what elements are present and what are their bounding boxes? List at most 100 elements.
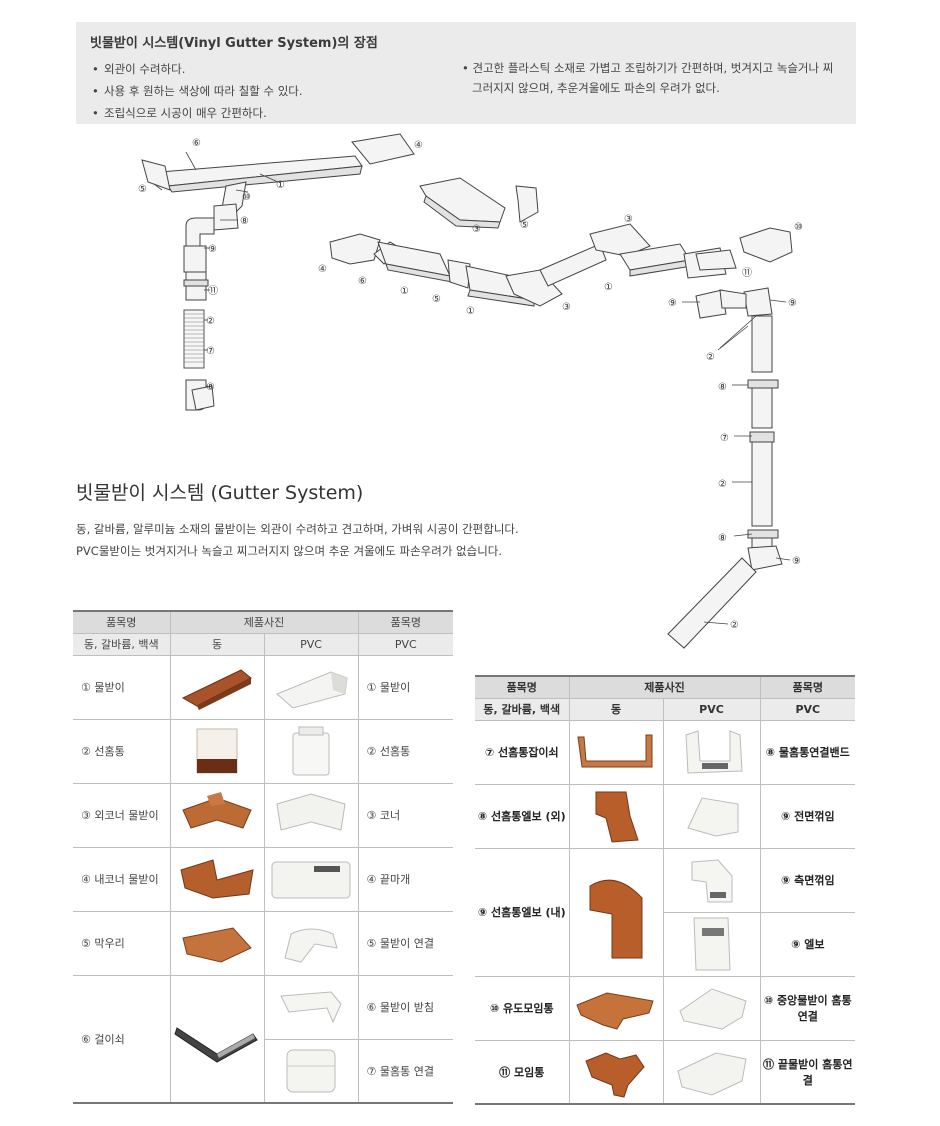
copper-guide-collector-photo <box>568 975 664 1041</box>
svg-text:⑩: ⑩ <box>794 222 803 233</box>
pvc-front-bend-photo <box>662 783 761 849</box>
subheader-pvc: PVC <box>759 697 856 721</box>
copper-collector-box-photo <box>568 1039 664 1105</box>
pvc-center-outlet-photo <box>662 975 761 1041</box>
subheader-material: 동, 갈바륨, 백색 <box>475 697 570 721</box>
item-name: ⑧ 선홈통엘보 (외) <box>475 783 570 849</box>
item-name: ④ 내코너 물받이 <box>73 846 171 912</box>
item-name: ⑤ 물받이 연결 <box>357 910 454 976</box>
table-row: ⑤ 막우리 ⑤ 물받이 연결 <box>73 910 454 976</box>
svg-text:①: ① <box>400 286 409 297</box>
item-name: ⑧ 물홈통연결밴드 <box>759 719 856 785</box>
gutter-system-title: 빗물받이 시스템 (Gutter System) <box>76 482 364 504</box>
svg-text:⑤: ⑤ <box>520 220 529 231</box>
svg-text:⑧: ⑧ <box>718 533 727 544</box>
item-name: ⑤ 막우리 <box>73 910 171 976</box>
svg-text:②: ② <box>206 316 215 327</box>
svg-text:②: ② <box>706 352 715 363</box>
product-table-2: 품목명 제품사진 품목명 동, 갈바륨, 백색 동 PVC PVC ⑦ 선홈통잡… <box>475 675 856 1105</box>
svg-text:③: ③ <box>562 302 571 313</box>
advantage-item: •외관이 수려하다. <box>92 62 186 76</box>
table-row: ⑨ 선홈통엘보 (내) ⑨ 측면꺾임 <box>475 847 856 977</box>
gutter-system-description: 동, 갈바륨, 알루미늄 소재의 물받이는 외관이 수려하고 견고하며, 가벼워… <box>76 518 596 562</box>
pvc-elbow-photo <box>663 911 761 977</box>
svg-text:⑧: ⑧ <box>240 216 249 227</box>
item-name: ⑨ 전면꺾임 <box>759 783 856 849</box>
top-middle-parts <box>419 177 539 229</box>
left-gutter-assembly <box>141 133 415 411</box>
table-row: ⑦ 물홈통 연결 <box>73 1038 454 1104</box>
copper-inner-corner-photo <box>169 846 265 912</box>
item-name: ③ 코너 <box>357 782 454 848</box>
subheader-pvc: PVC <box>263 632 359 656</box>
table-row: ⑥ 걸이쇠 ⑥ 물받이 받침 <box>73 974 454 1104</box>
item-name: ② 선홈통 <box>357 718 454 784</box>
description-line: 동, 갈바륨, 알루미늄 소재의 물받이는 외관이 수려하고 견고하며, 가벼워… <box>76 522 519 536</box>
center-gutter-run <box>329 223 793 319</box>
item-name: ③ 외코너 물받이 <box>73 782 171 848</box>
pvc-side-bend-photo <box>662 847 761 913</box>
svg-text:④: ④ <box>318 264 327 275</box>
pvc-end-cap-photo <box>263 846 359 912</box>
table-row: ④ 내코너 물받이 ④ 끝마개 <box>73 846 454 912</box>
advantages-box: 빗물받이 시스템(Vinyl Gutter System)의 장점 •외관이 수… <box>76 22 856 124</box>
item-name: ⑩ 유도모임통 <box>475 975 570 1041</box>
copper-pipe-clamp-photo <box>568 719 664 785</box>
advantage-item: • 견고한 플라스틱 소재로 가볍고 조립하기가 간편하며, 벗겨지고 녹슬거나… <box>462 61 834 95</box>
subheader-pvc: PVC <box>357 632 454 656</box>
pvc-gutter-joint-photo <box>263 910 359 976</box>
table-row: ③ 외코너 물받이 ③ 코너 <box>73 782 454 848</box>
copper-end-photo <box>169 910 265 976</box>
pvc-downspout-joint-photo <box>264 1038 359 1104</box>
svg-text:⑪: ⑪ <box>208 285 218 297</box>
svg-text:③: ③ <box>472 224 481 235</box>
svg-text:⑪: ⑪ <box>742 267 752 279</box>
copper-downspout-photo <box>169 718 265 784</box>
description-line: PVC물받이는 벗겨지거나 녹슬고 찌그러지지 않으며 추운 겨울에도 파손우려… <box>76 544 503 558</box>
svg-text:⑨: ⑨ <box>792 556 801 567</box>
table-row: ⑨ 엘보 <box>475 911 856 977</box>
item-name: ⑨ 측면꺾임 <box>759 847 856 913</box>
gutter-diagram-svg: .part { fill: #f4f4f4; stroke: #444; str… <box>138 133 803 649</box>
pvc-gutter-photo <box>263 654 359 720</box>
header-product-photo: 제품사진 <box>169 610 359 634</box>
advantages-right-list: • 견고한 플라스틱 소재로 가볍고 조립하기가 간편하며, 벗겨지고 녹슬거나… <box>462 58 842 98</box>
header-item-name: 품목명 <box>73 610 171 634</box>
advantage-item: •사용 후 원하는 색상에 따라 칠할 수 있다. <box>92 84 303 98</box>
table-row: ⑩ 유도모임통 ⑩ 중앙물받이 홈통연결 <box>475 975 856 1041</box>
right-downspout <box>667 315 783 649</box>
svg-text:⑧: ⑧ <box>206 382 215 393</box>
item-name: ⑥ 걸이쇠 <box>73 974 171 1104</box>
svg-text:③: ③ <box>624 214 633 225</box>
svg-text:④: ④ <box>414 140 423 151</box>
pvc-connect-band-photo <box>662 719 761 785</box>
table-row: ② 선홈통 ② 선홈통 <box>73 718 454 784</box>
header-item-name: 품목명 <box>357 610 454 634</box>
copper-inner-elbow-photo <box>568 847 664 977</box>
pvc-gutter-support-photo <box>263 974 359 1040</box>
table-row: ⑦ 선홈통잡이쇠 ⑧ 물홈통연결밴드 <box>475 719 856 785</box>
gutter-system-diagram: .part { fill: #f4f4f4; stroke: #444; str… <box>0 130 940 670</box>
svg-text:②: ② <box>718 479 727 490</box>
svg-text:⑨: ⑨ <box>208 244 217 255</box>
svg-text:⑤: ⑤ <box>138 184 147 195</box>
table-row: ① 물받이 ① 물받이 <box>73 654 454 720</box>
header-item-name: 품목명 <box>759 675 856 699</box>
svg-text:⑤: ⑤ <box>432 294 441 305</box>
product-table-1: 품목명 제품사진 품목명 동, 갈바륨, 백색 동 PVC PVC ① 물받이 … <box>73 610 454 1104</box>
svg-text:⑥: ⑥ <box>192 138 201 149</box>
header-product-photo: 제품사진 <box>568 675 761 699</box>
item-name: ② 선홈통 <box>73 718 171 784</box>
item-name: ⑦ 선홈통잡이쇠 <box>475 719 570 785</box>
subheader-pvc: PVC <box>662 697 761 721</box>
svg-text:①: ① <box>276 180 285 191</box>
advantages-title: 빗물받이 시스템(Vinyl Gutter System)의 장점 <box>90 36 378 51</box>
svg-text:⑦: ⑦ <box>206 346 215 357</box>
item-name: ⑪ 모임통 <box>475 1039 570 1105</box>
advantage-item: •조립식으로 시공이 매우 간편하다. <box>92 106 267 120</box>
pvc-corner-photo <box>263 782 359 848</box>
item-name: ⑪ 끝물받이 홈통연결 <box>759 1039 856 1105</box>
hanger-photo <box>169 974 265 1104</box>
item-name: ⑦ 물홈통 연결 <box>357 1038 454 1104</box>
svg-text:②: ② <box>730 620 739 631</box>
